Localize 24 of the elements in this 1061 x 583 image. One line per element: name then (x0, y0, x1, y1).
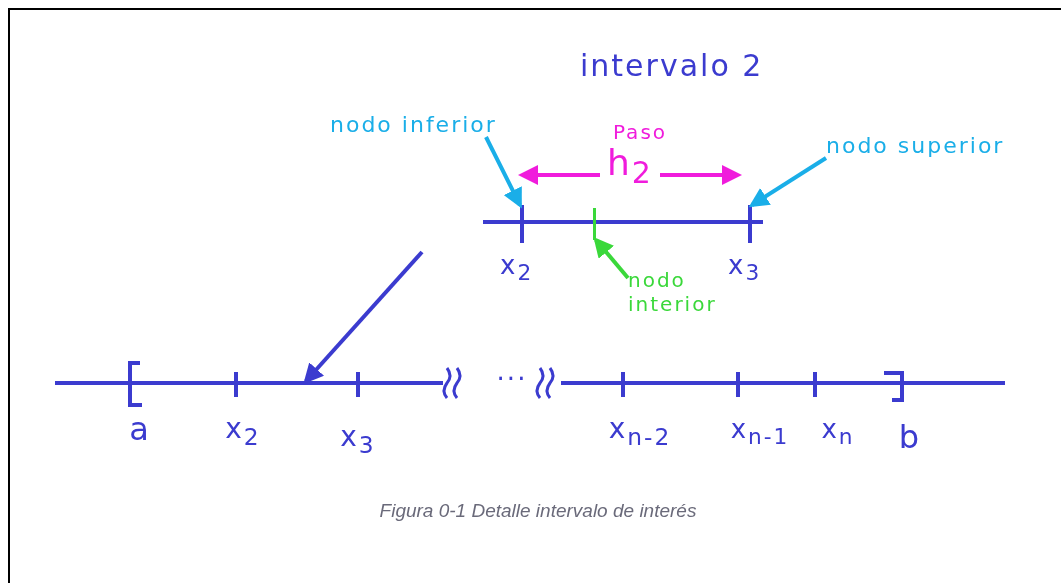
dimension-label: Paso (612, 120, 668, 144)
arrow (484, 136, 522, 209)
tick-label: x$_{2}$ (500, 250, 534, 286)
endpoint-label: a (129, 410, 151, 448)
tick-mark (520, 205, 524, 243)
dimension-label: h$_{2}$ (607, 142, 653, 191)
annotation-text: nodo superior (826, 133, 1005, 158)
annotation-text: nodo inferior (330, 112, 497, 137)
tick-label: x$_{n}$ (821, 414, 855, 450)
arrow (593, 236, 630, 280)
annotation-text: nodo interior (628, 268, 728, 316)
interval-title: intervalo 2 (580, 48, 764, 83)
tick-label: x$_{3}$ (728, 250, 762, 286)
tick-mark (748, 205, 752, 243)
tick-mark (593, 208, 596, 240)
ellipsis: ... (496, 356, 528, 386)
tick-label: x$_{n-1}$ (730, 414, 790, 450)
endpoint-label: b (898, 418, 922, 456)
tick-label: x$_{n-2}$ (608, 412, 672, 451)
arrow (748, 156, 828, 208)
tick-label: x$_{2}$ (225, 412, 261, 451)
tick-label: x$_{3}$ (340, 420, 376, 459)
arrow (303, 250, 424, 384)
figure-caption: Figura 0-1 Detalle intervalo de interés (379, 500, 697, 522)
